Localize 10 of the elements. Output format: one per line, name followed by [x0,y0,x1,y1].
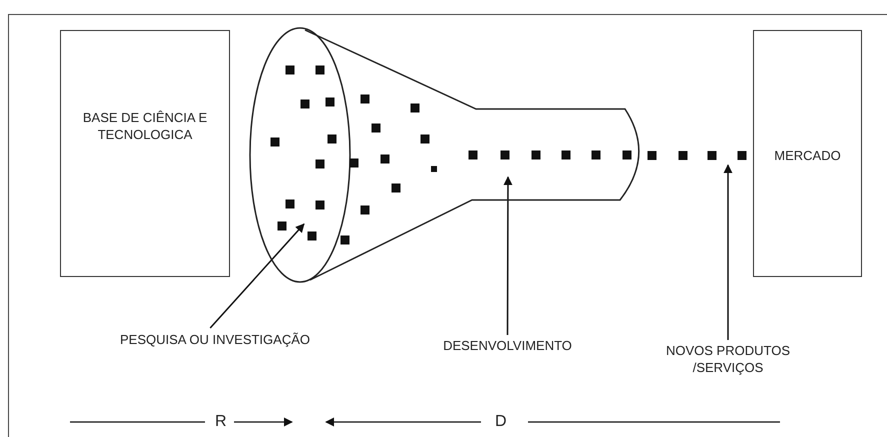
phase-label: R [215,413,227,431]
leader-line [724,164,732,340]
leader-line [503,176,512,335]
phase-label: D [495,413,507,431]
source-box: BASE DE CIÊNCIA E TECNOLOGICA [60,30,230,277]
stage-label: DESENVOLVIMENTO [425,337,590,355]
stage-label: NOVOS PRODUTOS /SERVIÇOS [663,342,793,378]
market-box: MERCADO [753,30,862,277]
stage-label: PESQUISA OU INVESTIGAÇÃO [95,331,335,349]
leader-line [210,223,305,328]
